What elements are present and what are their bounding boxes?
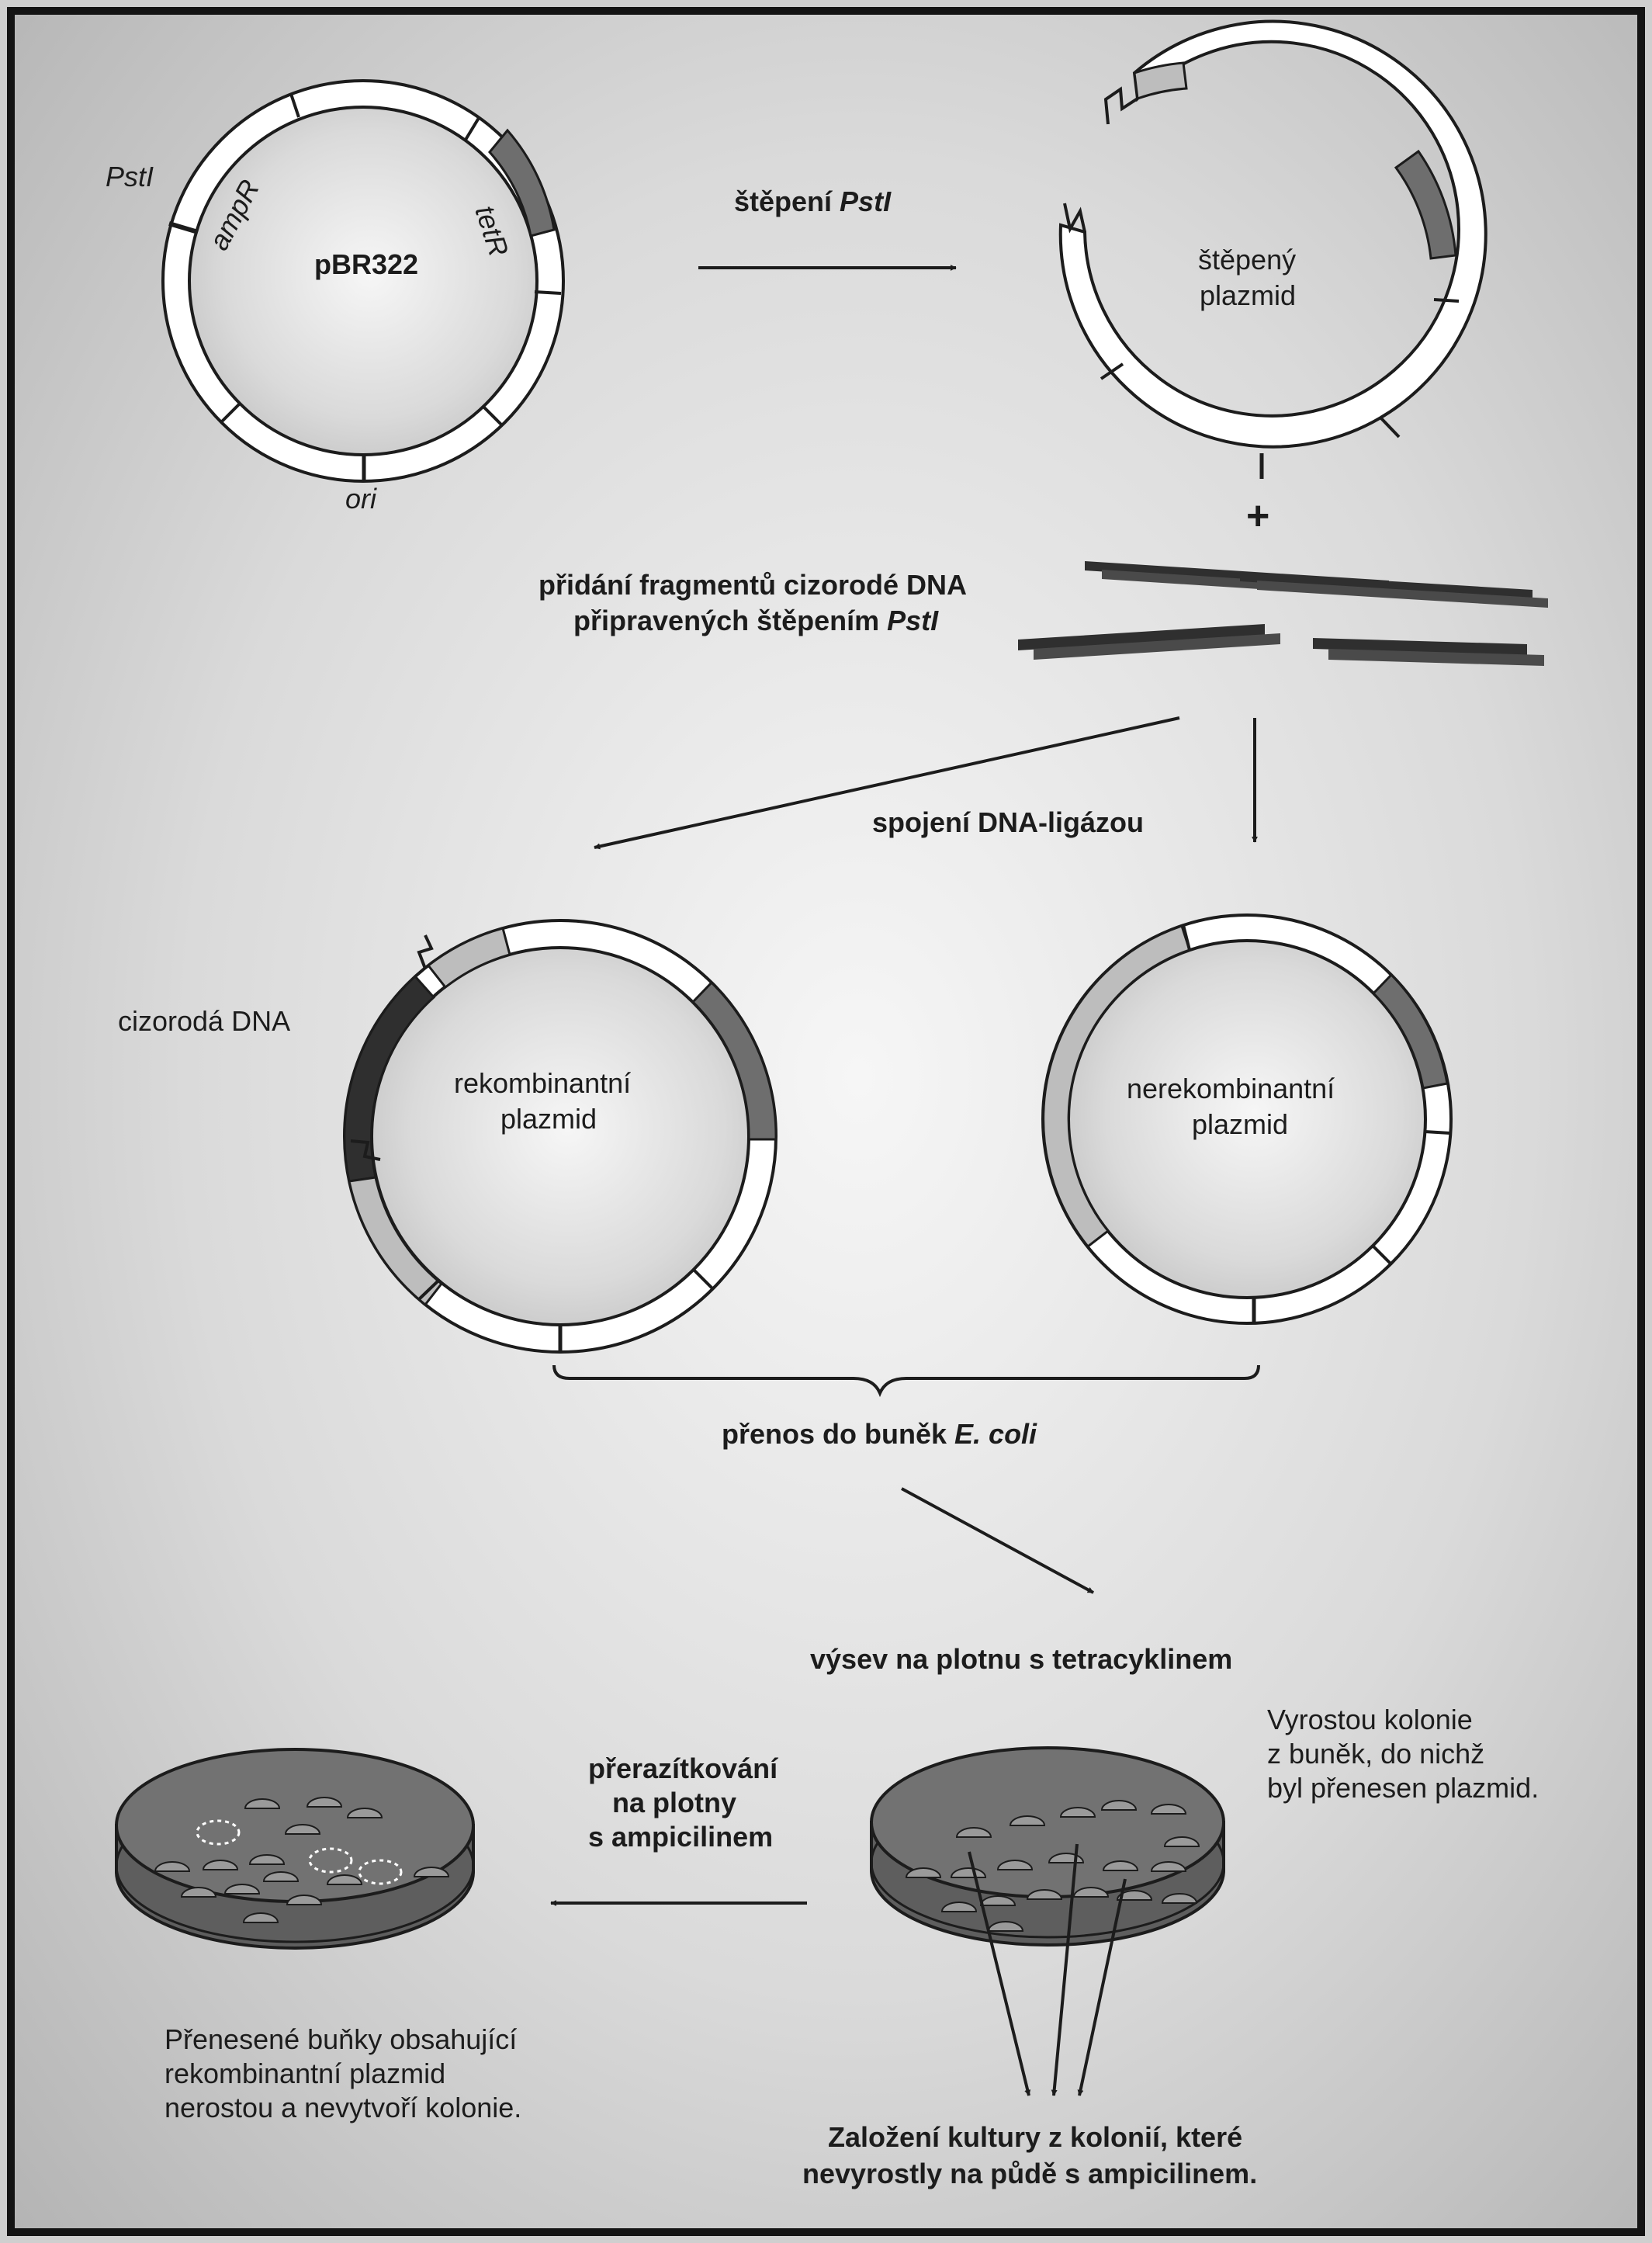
petri-dish-tetracycline [871, 1748, 1224, 1945]
tick-right [535, 292, 561, 293]
colonies-note-line3: byl přenesen plazmid. [1267, 1772, 1539, 1804]
plus-sign: + [1246, 494, 1269, 539]
petri-dish-ampicillin [116, 1749, 473, 1948]
add-fragments-line2: připravených štěpením PstI [573, 605, 939, 636]
recombinant-line2: plazmid [500, 1103, 597, 1135]
final-line2: nevyrostly na půdě s ampicilinem. [802, 2158, 1257, 2189]
left-note-line1: Přenesené buňky obsahující [165, 2023, 517, 2055]
cut-plasmid-line2: plazmid [1200, 279, 1296, 311]
plasmid-recombinant: rekombinantní plazmid [345, 920, 776, 1352]
replica-line2: na plotny [612, 1787, 736, 1818]
nonrecombinant-line1: nerekombinantní [1127, 1073, 1335, 1104]
colonies-note-line1: Vyrostou kolonie [1267, 1704, 1473, 1735]
ligation-label: spojení DNA-ligázou [872, 806, 1144, 838]
transfer-label: přenos do buněk E. coli [722, 1418, 1037, 1450]
ori-label: ori [345, 483, 377, 515]
add-fragments-line1: přidání fragmentů cizorodé DNA [539, 569, 967, 601]
cut-tick-right [1434, 300, 1459, 301]
left-note-line2: rekombinantní plazmid [165, 2058, 445, 2089]
left-note-line3: nerostou a nevytvoří kolonie. [165, 2092, 521, 2123]
nonrecombinant-line2: plazmid [1192, 1108, 1288, 1140]
cut-plasmid-line1: štěpený [1198, 244, 1296, 276]
colonies-note-line2: z buněk, do nichž [1267, 1738, 1484, 1770]
digestion-label: štěpení PstI [734, 185, 892, 217]
foreign-dna-label: cizorodá DNA [118, 1005, 290, 1037]
nonrecombinant-tick-right [1425, 1132, 1450, 1133]
final-line1: Založení kultury z kolonií, které [828, 2121, 1242, 2153]
pbr322-name: pBR322 [314, 248, 418, 280]
recombinant-line1: rekombinantní [454, 1067, 631, 1099]
plasmid-nonrecombinant: nerekombinantní plazmid [1043, 915, 1451, 1323]
plating-label: výsev na plotnu s tetracyklinem [810, 1643, 1232, 1675]
replica-line3: s ampicilinem [588, 1821, 773, 1853]
psti-label: PstI [106, 161, 154, 192]
replica-line1: přerazítkování [588, 1752, 778, 1784]
